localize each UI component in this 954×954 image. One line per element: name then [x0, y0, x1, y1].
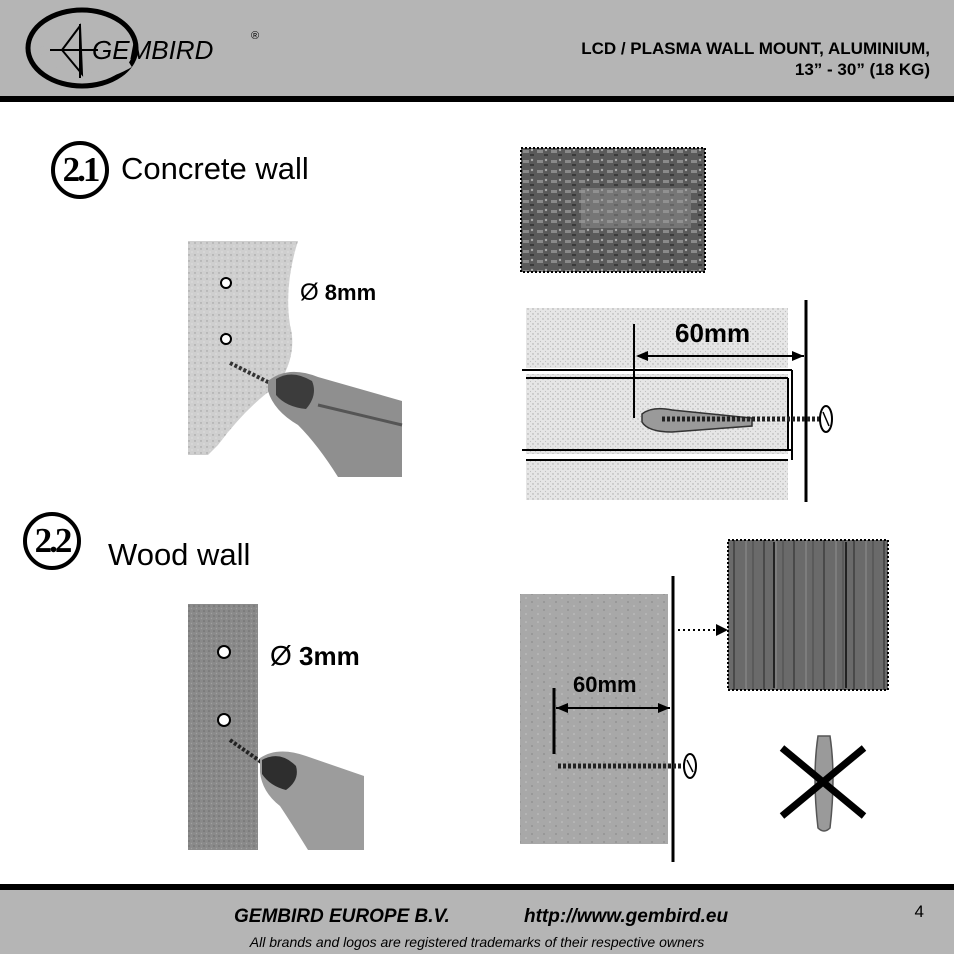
- page-footer: GEMBIRD EUROPE B.V. http://www.gembird.e…: [0, 884, 954, 954]
- wood-drill-illustration: [188, 604, 364, 850]
- concrete-drill-size: 8mm: [324, 280, 377, 305]
- diameter-symbol-icon: Ø: [300, 279, 319, 306]
- page-number: 4: [914, 902, 924, 921]
- footer-trademark-note: All brands and logos are registered trad…: [249, 934, 705, 950]
- page-header: GEMBIRD ® LCD / PLASMA WALL MOUNT, ALUMI…: [0, 0, 954, 102]
- wood-drill-size: 3mm: [299, 641, 360, 671]
- wood-screw-diagram: [520, 539, 889, 862]
- concrete-anchor-diagram: [522, 300, 833, 502]
- section-2-2-title: Wood wall: [108, 537, 251, 572]
- concrete-drill-diameter: Ø 8mm: [300, 279, 376, 307]
- concrete-drill-illustration: [188, 241, 403, 477]
- gembird-logo: GEMBIRD ®: [20, 4, 260, 94]
- title-line-1: LCD / PLASMA WALL MOUNT, ALUMINIUM,: [581, 39, 930, 58]
- logo-wordmark: GEMBIRD: [92, 35, 214, 65]
- section-2-1-title: Concrete wall: [121, 151, 309, 186]
- title-line-2: 13” - 30” (18 KG): [794, 60, 930, 79]
- concrete-anchor-depth: 60mm: [675, 318, 751, 348]
- wood-drill-diameter: Ø 3mm: [270, 640, 360, 672]
- concrete-texture-swatch: [520, 147, 706, 273]
- diameter-symbol-icon: Ø: [270, 640, 292, 671]
- section-2-1-badge: 2.1: [51, 141, 109, 199]
- section-2-2-badge: 2.2: [23, 512, 81, 570]
- wood-screw-depth: 60mm: [573, 672, 637, 697]
- footer-url-link[interactable]: http://www.gembird.eu: [524, 906, 729, 927]
- document-title: LCD / PLASMA WALL MOUNT, ALUMINIUM, 13” …: [581, 38, 930, 80]
- footer-company: GEMBIRD EUROPE B.V.: [234, 906, 450, 927]
- logo-swoosh-icon: [25, 7, 139, 89]
- registered-mark: ®: [251, 30, 260, 42]
